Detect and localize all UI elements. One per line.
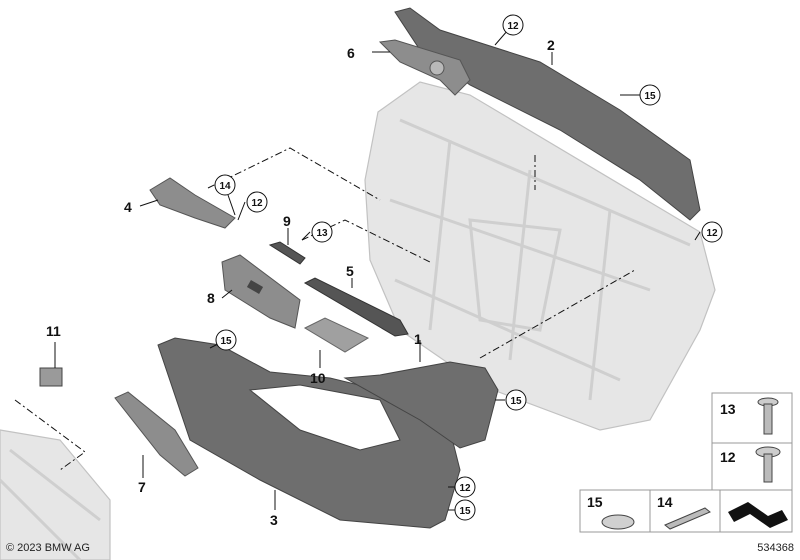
svg-text:12: 12 bbox=[706, 228, 718, 239]
part-3-door-trim-panel bbox=[157, 337, 461, 529]
callout-14: 14 bbox=[214, 174, 236, 196]
profile-symbol-icon bbox=[728, 502, 788, 528]
legend-item-15: 15 bbox=[579, 489, 651, 533]
legend-item-symbol bbox=[719, 489, 793, 533]
callout-8: 8 bbox=[207, 290, 215, 306]
copyright-text: © 2023 BMW AG bbox=[6, 542, 90, 554]
callout-15-bottom: 15 bbox=[454, 499, 476, 521]
part-2-pillar-trim bbox=[394, 7, 701, 221]
fastener-legend: 13 12 15 14 bbox=[579, 392, 793, 533]
part-5-armrest-strip bbox=[303, 277, 409, 337]
svg-text:14: 14 bbox=[219, 181, 231, 192]
svg-text:12: 12 bbox=[720, 449, 736, 465]
part-4-triangle-trim bbox=[149, 177, 236, 229]
part-10-pad bbox=[303, 317, 370, 353]
legend-item-13: 13 bbox=[711, 392, 793, 444]
legend-item-14: 14 bbox=[649, 489, 721, 533]
callout-7: 7 bbox=[138, 479, 146, 495]
callout-2: 2 bbox=[547, 37, 555, 53]
svg-text:12: 12 bbox=[459, 483, 471, 494]
circled-callouts: 12 15 14 12 13 12 15 15 bbox=[214, 14, 723, 521]
clip-nut-icon bbox=[601, 514, 635, 530]
svg-text:15: 15 bbox=[510, 396, 522, 407]
door-frame bbox=[364, 81, 716, 431]
callout-6: 6 bbox=[347, 45, 355, 61]
svg-text:12: 12 bbox=[507, 21, 519, 32]
part-9-trim-strip bbox=[268, 241, 306, 265]
callout-5: 5 bbox=[346, 263, 354, 279]
callout-10: 10 bbox=[310, 370, 326, 386]
part-7-speaker-cover bbox=[114, 391, 199, 477]
svg-text:13: 13 bbox=[316, 228, 328, 239]
svg-text:15: 15 bbox=[459, 506, 471, 517]
legend-item-12: 12 bbox=[711, 442, 793, 494]
callout-1: 1 bbox=[414, 331, 422, 347]
lower-frame-fragment bbox=[0, 429, 111, 560]
part-6-speaker-grille bbox=[378, 39, 471, 96]
callout-9: 9 bbox=[283, 213, 291, 229]
flange-screw-icon bbox=[755, 446, 781, 483]
part-11-clip bbox=[39, 367, 63, 387]
part-8-switch-panel bbox=[221, 254, 301, 329]
svg-text:15: 15 bbox=[587, 494, 603, 510]
svg-text:12: 12 bbox=[251, 198, 263, 209]
callout-12-triangle: 12 bbox=[246, 191, 268, 213]
svg-text:15: 15 bbox=[220, 336, 232, 347]
callout-11: 11 bbox=[46, 323, 61, 339]
callout-15-upper-trim: 15 bbox=[505, 389, 527, 411]
svg-text:14: 14 bbox=[657, 494, 673, 510]
callout-labels: 1 2 3 4 5 6 7 8 9 10 11 bbox=[46, 37, 555, 528]
callout-15-pillar: 15 bbox=[639, 84, 661, 106]
callout-15-panel: 15 bbox=[215, 329, 237, 351]
svg-text:15: 15 bbox=[644, 91, 656, 102]
callout-12-frame: 12 bbox=[701, 221, 723, 243]
screw-icon bbox=[757, 397, 779, 435]
strip-clip-icon bbox=[664, 507, 711, 530]
callout-3: 3 bbox=[270, 512, 278, 528]
callout-4: 4 bbox=[124, 199, 132, 215]
svg-text:13: 13 bbox=[720, 401, 736, 417]
callout-13: 13 bbox=[311, 221, 333, 243]
diagram-number: 534368 bbox=[757, 542, 794, 554]
part-1-upper-trim bbox=[343, 361, 499, 449]
callout-12-bottom: 12 bbox=[454, 476, 476, 498]
callout-12-top: 12 bbox=[502, 14, 524, 36]
